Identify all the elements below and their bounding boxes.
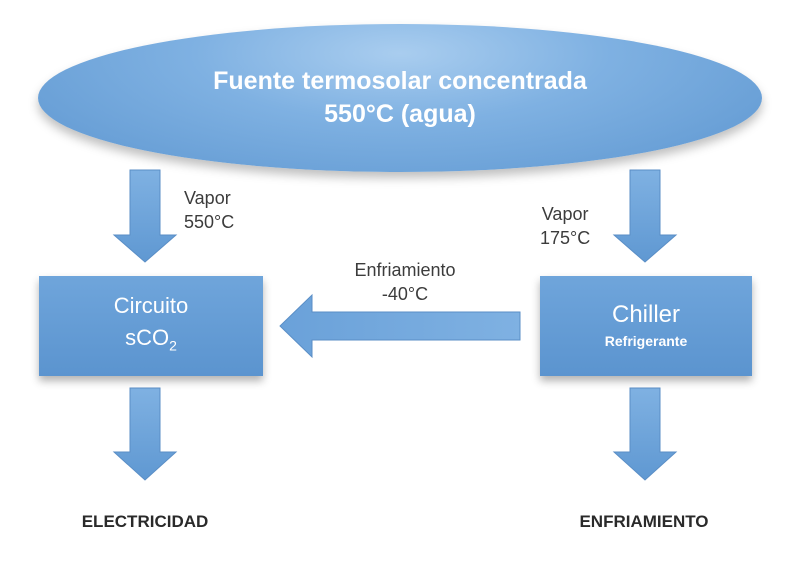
output-cooling: ENFRIAMIENTO xyxy=(579,512,709,531)
output-electricity: ELECTRICIDAD xyxy=(81,512,209,531)
source-title: Fuente termosolar concentrada xyxy=(213,67,587,95)
label-left-vapor: Vapor 550°C xyxy=(184,186,234,234)
label-right-vapor: Vapor 175°C xyxy=(540,202,590,250)
label-cooling-flow: Enfriamiento -40°C xyxy=(320,258,490,306)
chiller-title: Chiller xyxy=(611,301,680,328)
source-subtitle: 550°C (agua) xyxy=(324,100,476,128)
circuit-line2-main: sCO xyxy=(125,325,170,351)
label-left-vapor-line2: 550°C xyxy=(184,212,235,232)
label-cooling-flow-line1: Enfriamiento xyxy=(354,260,456,280)
label-left-vapor-line1: Vapor xyxy=(184,188,231,208)
solar-source-ellipse: Fuente termosolar concentrada 550°C (agu… xyxy=(38,24,762,172)
circuit-line1: Circuito xyxy=(113,293,189,319)
arrow-source-to-circuit xyxy=(112,169,178,263)
arrow-source-to-chiller xyxy=(612,169,678,263)
arrow-circuit-to-electricity xyxy=(112,387,178,481)
circuit-line2-subscript: 2 xyxy=(169,337,177,354)
chiller-subtitle: Refrigerante xyxy=(604,333,688,349)
arrow-chiller-to-cooling xyxy=(612,387,678,481)
chiller-box: Chiller Refrigerante xyxy=(540,276,752,376)
label-right-vapor-line1: Vapor xyxy=(541,204,589,224)
circuit-line2: sCO2 xyxy=(125,322,177,361)
arrow-chiller-to-circuit xyxy=(279,293,521,359)
label-cooling-flow-line2: -40°C xyxy=(381,284,429,304)
circuit-box: Circuito sCO2 xyxy=(39,276,263,376)
label-right-vapor-line2: 175°C xyxy=(540,228,591,248)
